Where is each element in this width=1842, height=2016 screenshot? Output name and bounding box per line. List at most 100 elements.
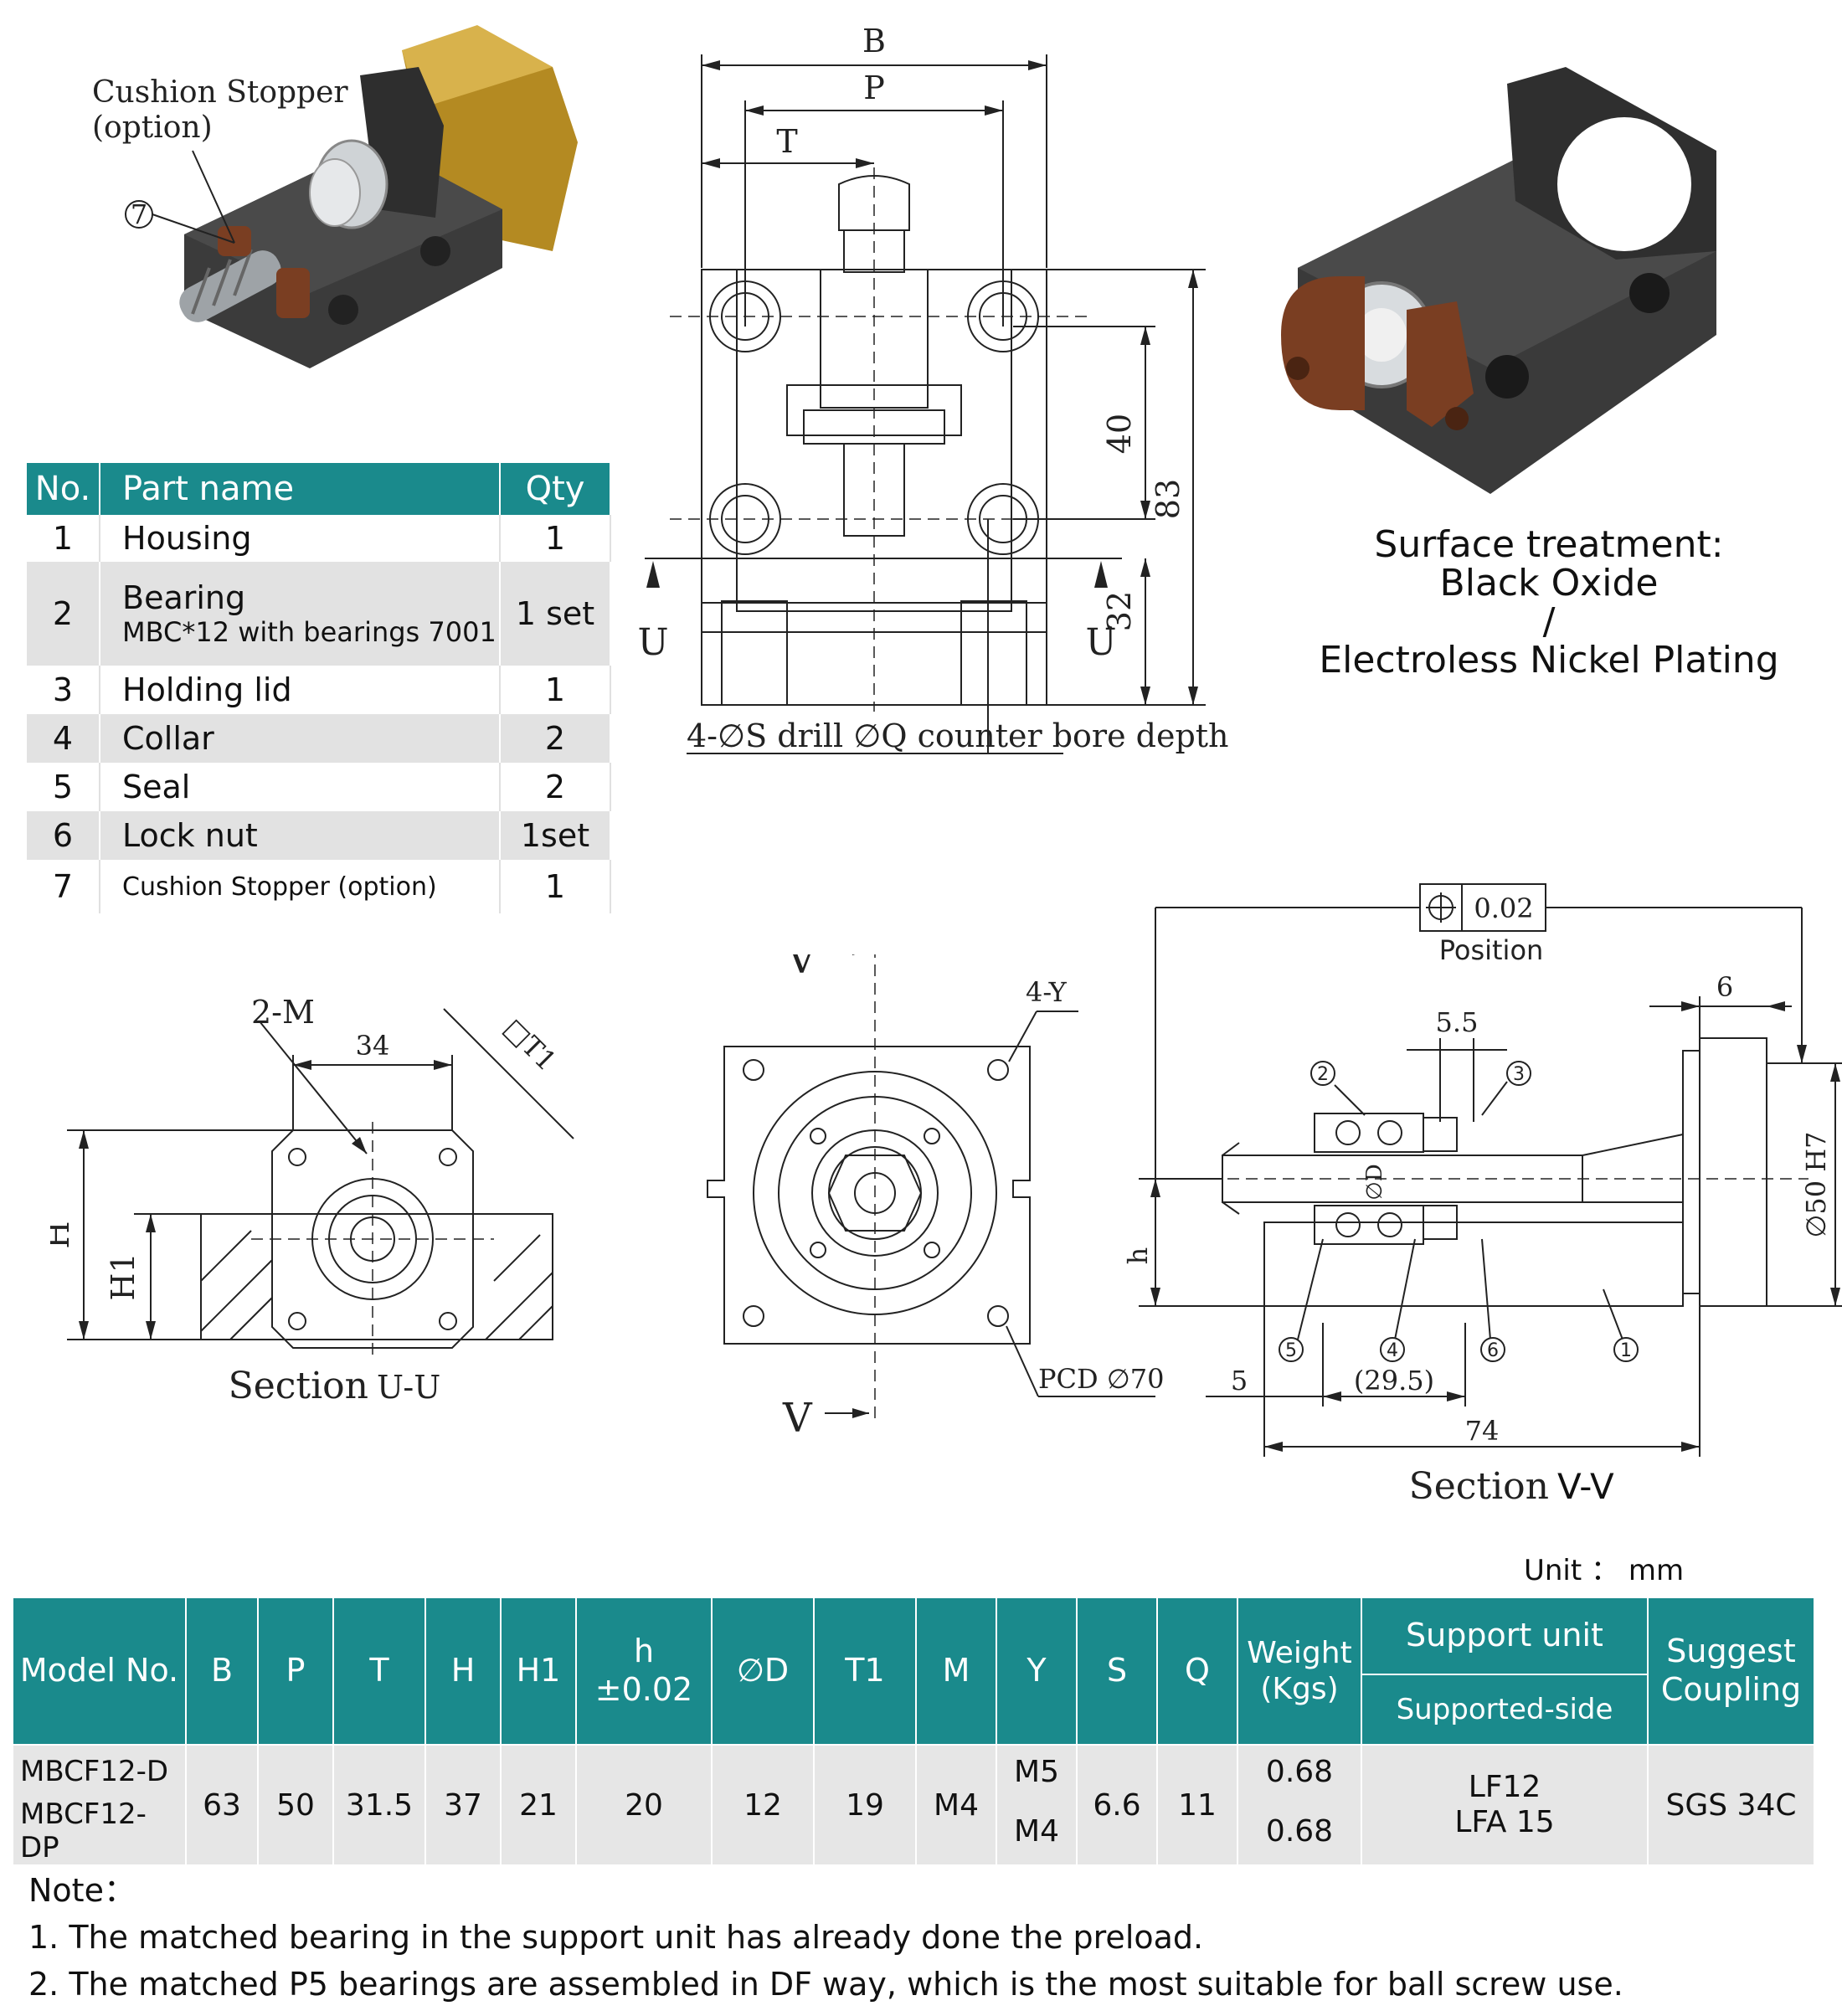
part-no: 5: [27, 763, 100, 811]
part-subtitle: MBC*12 with bearings 7001: [122, 616, 497, 648]
part-name: Cushion Stopper (option): [100, 860, 501, 913]
callout-3: 3: [1513, 1064, 1525, 1085]
part-no: 2: [27, 562, 100, 666]
section-uu-m-label: 2-M: [251, 996, 315, 1031]
spec-header-y: Y: [996, 1597, 1078, 1746]
spec-header-coupling: Suggest Coupling: [1647, 1597, 1815, 1746]
dim-5: 5: [1231, 1365, 1248, 1396]
spec-header-h: H: [424, 1597, 502, 1746]
dim-6: 6: [1716, 971, 1733, 1003]
spec-header-supported-side: Supported-side: [1361, 1674, 1649, 1746]
callout-5: 5: [1285, 1340, 1297, 1361]
spec-t1: 19: [813, 1745, 917, 1864]
dim-32-label: 32: [1101, 591, 1138, 631]
part-no: 6: [27, 811, 100, 860]
section-mark-v-bottom: V: [782, 1395, 813, 1442]
front-view-drawing: B P T 40 83 32 U U 4-∅S drill ∅Q counter…: [637, 25, 1229, 754]
spec-phid: 12: [711, 1745, 815, 1864]
dim-83-label: 83: [1150, 479, 1186, 519]
spec-header-coupling-top: Suggest: [1666, 1633, 1796, 1670]
section-vv-drawing: 2 3 5 4 6 1 0.02 Position 6 5.5 ∅50 H7 ∅…: [1122, 883, 1842, 1508]
spec-header-p: P: [257, 1597, 334, 1746]
callout-7-number: 7: [131, 198, 147, 230]
section-mark-v-top: V: [786, 954, 817, 983]
housing-render: [1281, 67, 1716, 494]
dim-phi50: ∅50 H7: [1800, 1131, 1832, 1237]
spec-model: MBCF12-DP: [12, 1797, 187, 1864]
section-vv-caption: Section: [1409, 1465, 1549, 1508]
spec-y: M5: [996, 1745, 1078, 1797]
part-qty: 1set: [500, 811, 611, 860]
part-qty: 2: [500, 763, 611, 811]
section-mark-u-left: U: [637, 621, 668, 664]
spec-header-q: Q: [1156, 1597, 1238, 1746]
table-row: MBCF12-D 63 50 31.5 37 21 20 12 19 M4 M5…: [12, 1745, 1815, 1864]
spec-p: 50: [257, 1745, 334, 1864]
spec-header-t: T: [332, 1597, 426, 1746]
spec-header-h1: H1: [500, 1597, 577, 1746]
table-row: 1 Housing 1: [27, 515, 611, 562]
part-no: 4: [27, 714, 100, 763]
section-mark-u-right: U: [1085, 621, 1116, 664]
spec-header-t1: T1: [813, 1597, 917, 1746]
part-name: Seal: [100, 763, 501, 811]
parts-table: No. Part name Qty 1 Housing 1 2 Bearing …: [27, 463, 611, 913]
surface-treatment-black-oxide: Black Oxide: [1439, 562, 1659, 604]
surface-treatment-separator: /: [1542, 600, 1556, 643]
tolerance-label: Position: [1439, 934, 1544, 966]
spec-header-h-tol: h ±0.02: [575, 1597, 713, 1746]
section-uu-caption: Section: [229, 1365, 368, 1407]
spec-header-weight-top: Weight: [1247, 1635, 1352, 1670]
note-item-2: 2. The matched P5 bearings are assembled…: [28, 1966, 1623, 2003]
spec-weight: 0.68: [1237, 1745, 1362, 1797]
notes-block: Note： 1. The matched bearing in the supp…: [28, 1867, 1623, 2008]
callout-4: 4: [1387, 1340, 1398, 1361]
spec-h-tol: 20: [575, 1745, 713, 1864]
spec-support-unit-2: LFA 15: [1454, 1805, 1555, 1839]
spec-support-unit-1: LF12: [1468, 1770, 1541, 1804]
surface-treatment-title: Surface treatment:: [1374, 523, 1724, 566]
spec-model: MBCF12-D: [12, 1745, 187, 1797]
table-row: 5 Seal 2: [27, 763, 611, 811]
spec-header-weight: Weight (Kgs): [1237, 1597, 1362, 1746]
spec-h1: 21: [500, 1745, 577, 1864]
spec-q: 11: [1156, 1745, 1238, 1864]
part-no: 1: [27, 515, 100, 562]
section-uu-t1-label: □T1: [497, 1012, 563, 1077]
table-row: 7 Cushion Stopper (option) 1: [27, 860, 611, 913]
part-no: 7: [27, 860, 100, 913]
section-vv-caption-id: V-V: [1557, 1466, 1614, 1507]
notes-title: Note：: [28, 1872, 136, 1909]
table-row: 6 Lock nut 1set: [27, 811, 611, 860]
spec-t: 31.5: [332, 1745, 426, 1864]
part-name: Bearing: [122, 579, 246, 616]
part-name: Housing: [100, 515, 501, 562]
parts-header-qty: Qty: [500, 463, 611, 515]
spec-m: M4: [915, 1745, 997, 1864]
spec-h: 37: [424, 1745, 502, 1864]
table-row: MBCF12-DP M4 0.68: [12, 1797, 1814, 1864]
parts-header-name: Part name: [100, 463, 501, 515]
spec-coupling: SGS 34C: [1647, 1745, 1815, 1864]
spec-s: 6.6: [1076, 1745, 1158, 1864]
dim-29-5: (29.5): [1354, 1365, 1434, 1396]
dim-40-label: 40: [1101, 414, 1138, 454]
spec-support-unit: LF12 LFA 15: [1361, 1745, 1649, 1864]
callout-2: 2: [1317, 1064, 1329, 1085]
section-uu-h-label: H: [50, 1221, 76, 1248]
spec-header-h-tol-bottom: ±0.02: [594, 1671, 693, 1708]
section-uu-drawing: 2-M 34 □T1 H H1 Section U-U: [50, 996, 574, 1407]
drill-note: 4-∅S drill ∅Q counter bore depth: [687, 717, 1229, 754]
table-row: 2 Bearing MBC*12 with bearings 7001 1 se…: [27, 562, 611, 666]
table-row: 4 Collar 2: [27, 714, 611, 763]
spec-header-model: Model No.: [12, 1597, 187, 1746]
spec-header-phid: ∅D: [711, 1597, 815, 1746]
part-qty: 1 set: [500, 562, 611, 666]
side-view-y-label: 4-Y: [1026, 976, 1068, 1008]
table-row: 3 Holding lid 1: [27, 666, 611, 714]
spec-header-support-unit: Support unit: [1361, 1597, 1649, 1675]
section-uu-h1-label: H1: [105, 1252, 141, 1300]
parts-header-no: No.: [27, 463, 100, 515]
part-qty: 1: [500, 860, 611, 913]
spec-header-h-tol-top: h: [633, 1633, 655, 1670]
